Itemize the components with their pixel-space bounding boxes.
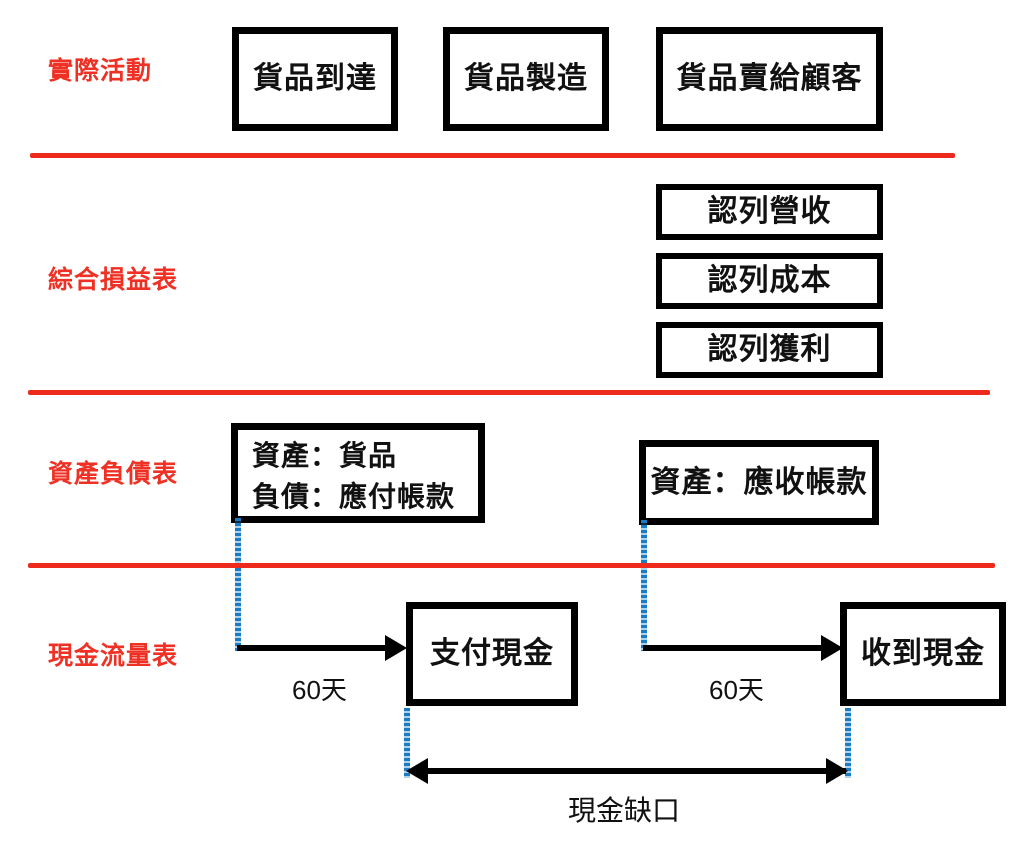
box-recognize-profit: 認列獲利 bbox=[656, 322, 883, 378]
arrow-line-receive-cash bbox=[643, 645, 824, 651]
arrow-line-pay-cash bbox=[237, 645, 387, 651]
box-goods-made: 貨品製造 bbox=[443, 27, 609, 131]
arrow-head-cash-gap-left bbox=[406, 758, 428, 784]
connector-line-pay-cash-to-gap bbox=[404, 708, 410, 778]
row-label-actual-activity: 實際活動 bbox=[48, 57, 153, 85]
box-assets-receivable: 資產：應收帳款 bbox=[639, 440, 879, 525]
caption-cash-gap: 現金缺口 bbox=[568, 795, 681, 826]
connector-line-receive-cash-to-gap bbox=[845, 708, 851, 778]
connector-line-receivable-to-receive-cash bbox=[641, 520, 647, 651]
separator-line-2 bbox=[28, 390, 990, 395]
arrow-head-cash-gap-right bbox=[826, 758, 848, 784]
box-recognize-cost: 認列成本 bbox=[656, 253, 883, 309]
row-label-income-statement: 綜合損益表 bbox=[48, 266, 179, 294]
arrow-line-cash-gap bbox=[412, 768, 846, 774]
caption-days-to-receive: 60天 bbox=[709, 675, 764, 705]
box-goods-arrive: 貨品到達 bbox=[232, 27, 398, 131]
box-line-asset-goods: 資產：貨品 bbox=[252, 440, 398, 471]
caption-days-to-pay: 60天 bbox=[292, 675, 347, 705]
box-goods-sold: 貨品賣給顧客 bbox=[656, 27, 883, 131]
connector-line-payable-to-pay-cash bbox=[235, 518, 241, 651]
separator-line-3 bbox=[28, 563, 995, 568]
arrow-head-pay-cash bbox=[385, 635, 407, 661]
box-line-liability-payable: 負債：應付帳款 bbox=[252, 480, 456, 512]
arrow-head-receive-cash bbox=[821, 635, 843, 661]
box-pay-cash: 支付現金 bbox=[406, 602, 578, 706]
row-label-balance-sheet: 資產負債表 bbox=[48, 460, 179, 488]
separator-line-1 bbox=[30, 153, 955, 158]
box-recognize-revenue: 認列營收 bbox=[656, 184, 883, 240]
box-receive-cash: 收到現金 bbox=[840, 602, 1006, 706]
row-label-cash-flow: 現金流量表 bbox=[48, 642, 179, 670]
box-assets-liabilities-inventory: 資產：貨品 負債：應付帳款 bbox=[231, 423, 485, 523]
